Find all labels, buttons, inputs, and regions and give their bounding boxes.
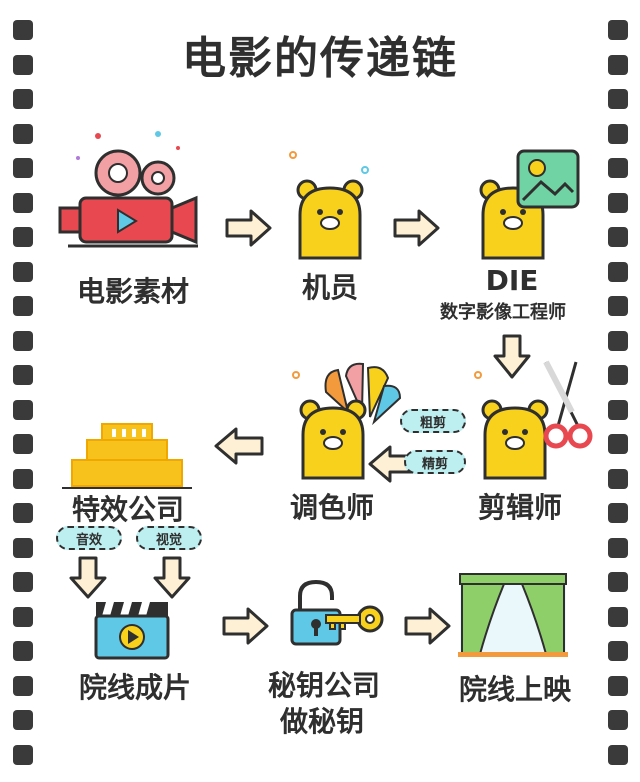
film-hole <box>13 710 33 730</box>
film-hole <box>13 434 33 454</box>
node-key-company-label: 秘钥公司 <box>267 669 380 702</box>
node-material-label: 电影素材 <box>76 275 189 308</box>
film-hole <box>608 572 628 592</box>
arrow-icon <box>492 334 532 380</box>
arrow-icon <box>404 606 452 646</box>
tag-fine-cut: 精剪 <box>404 450 466 474</box>
node-vfx-label: 特效公司 <box>71 493 184 526</box>
film-hole <box>13 158 33 178</box>
tag-rough-cut: 粗剪 <box>400 409 466 433</box>
node-colorist-label: 调色师 <box>289 491 374 524</box>
building-icon <box>62 420 192 490</box>
film-hole <box>13 468 33 489</box>
film-hole <box>13 330 33 351</box>
node-key-company-2-label: 做秘钥 <box>279 705 364 738</box>
node-cinema-final-label: 院线成片 <box>78 671 191 704</box>
film-hole <box>608 606 628 627</box>
clapperboard-icon <box>92 598 172 662</box>
film-hole <box>608 158 628 178</box>
film-hole <box>608 54 628 75</box>
tag-audio-fx: 音效 <box>56 526 122 550</box>
film-strip-left <box>0 0 40 782</box>
film-hole <box>608 89 628 109</box>
film-hole <box>13 606 33 627</box>
node-editor-label: 剪辑师 <box>477 491 562 524</box>
arrow-icon <box>225 208 273 248</box>
film-strip-right <box>600 0 640 782</box>
film-hole <box>13 744 33 765</box>
scissors-icon <box>536 356 594 452</box>
node-die-label: DIE <box>485 264 539 297</box>
bear-icon <box>285 150 375 260</box>
film-hole <box>608 399 628 420</box>
arrow-icon <box>212 426 264 466</box>
film-hole <box>608 503 628 523</box>
film-hole <box>608 192 628 213</box>
film-hole <box>608 744 628 765</box>
film-hole <box>608 296 628 316</box>
arrow-icon <box>222 606 270 646</box>
film-hole <box>608 261 628 282</box>
film-hole <box>13 641 33 661</box>
picture-icon <box>515 148 581 210</box>
film-camera-icon <box>58 128 208 248</box>
film-hole <box>608 537 628 558</box>
bear-icon <box>470 370 560 480</box>
node-release-label: 院线上映 <box>458 673 571 706</box>
film-hole <box>608 710 628 730</box>
film-hole <box>13 261 33 282</box>
film-hole <box>608 641 628 661</box>
film-hole <box>13 54 33 75</box>
film-hole <box>608 468 628 489</box>
tag-visual-fx: 视觉 <box>136 526 202 550</box>
stage-curtain-icon <box>456 570 570 658</box>
film-hole <box>13 675 33 696</box>
arrow-icon <box>68 556 108 600</box>
arrow-icon <box>393 208 441 248</box>
film-hole <box>13 572 33 592</box>
node-die-sub-label: 数字影像工程师 <box>440 302 566 323</box>
arrow-icon <box>152 556 192 600</box>
film-hole <box>608 330 628 351</box>
film-hole <box>13 227 33 247</box>
film-hole <box>13 192 33 213</box>
node-crew-label: 机员 <box>301 271 358 304</box>
film-hole <box>13 537 33 558</box>
bear-icon <box>288 370 378 480</box>
page-title: 电影的传递链 <box>182 33 458 84</box>
film-hole <box>608 20 628 40</box>
film-hole <box>608 675 628 696</box>
key-icon <box>322 602 386 636</box>
film-hole <box>13 89 33 109</box>
film-hole <box>13 399 33 420</box>
film-hole <box>608 123 628 144</box>
film-hole <box>608 434 628 454</box>
film-hole <box>13 123 33 144</box>
film-hole <box>608 227 628 247</box>
film-hole <box>13 296 33 316</box>
film-hole <box>13 503 33 523</box>
film-hole <box>13 365 33 385</box>
film-hole <box>13 20 33 40</box>
film-hole <box>608 365 628 385</box>
